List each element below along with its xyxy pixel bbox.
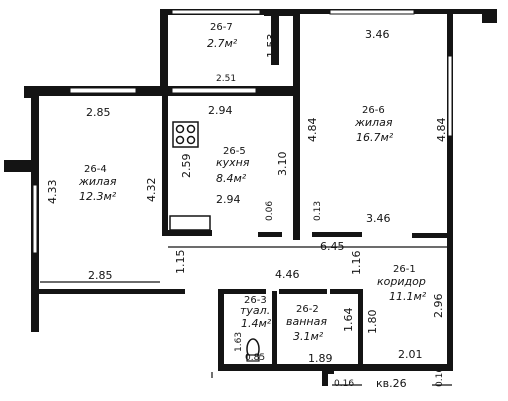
wall-left-jog — [4, 160, 38, 172]
dim-2-94-mid: 2.94 — [216, 193, 241, 206]
wall-kitchen-stub — [293, 210, 300, 240]
dim-1-80: 1.80 — [366, 310, 379, 335]
room-26-1-name: коридор — [377, 275, 426, 288]
wall-left-jog2 — [4, 160, 12, 172]
wall-living4-bottom — [31, 289, 185, 294]
room-26-2-name: ванная — [286, 315, 327, 328]
dim-2-51: 2.51 — [216, 74, 236, 84]
dim-2-01: 2.01 — [398, 348, 423, 361]
room-26-6-code: 26-6 — [362, 105, 385, 116]
room-26-2-code: 26-2 — [296, 304, 319, 315]
wall-left-bottom-stub — [31, 294, 39, 332]
dim-3-46-top: 3.46 — [365, 28, 390, 41]
dim-0-85: 0.85 — [245, 353, 265, 363]
wall-bath-right — [358, 289, 363, 367]
room-26-5-area: 8.4м² — [216, 172, 247, 185]
wall-toilet-left — [218, 289, 224, 367]
room-26-4-code: 26-4 — [84, 164, 107, 175]
dim-1-89: 1.89 — [308, 352, 333, 365]
room-26-7-area: 2.7м² — [207, 37, 238, 50]
thin-lines — [40, 246, 452, 386]
dim-0-16-a: 0.16 — [334, 379, 354, 389]
dim-balcony: кв.26 — [376, 377, 407, 390]
wall-divider-26-6 — [293, 9, 300, 97]
room-26-1: 26-1 коридор 11.1м² — [377, 264, 427, 303]
window-storage — [171, 9, 261, 15]
wall-living-bottom-a — [312, 232, 362, 237]
window-living-left — [69, 87, 137, 94]
wall-top-mid — [268, 86, 298, 96]
room-26-5: 26-5 кухня 8.4м² — [216, 146, 250, 185]
room-26-5-name: кухня — [216, 156, 250, 169]
dimension-labels: 1.53 3.46 2.51 2.85 2.94 4.84 4.84 2.59 … — [46, 28, 448, 390]
room-26-6-name: жилая — [354, 116, 393, 129]
dim-0-16-b: 0.16 — [435, 367, 445, 387]
wall-kitchen-bottom-a — [162, 230, 212, 236]
room-26-2-area: 3.1м² — [293, 330, 324, 343]
dim-4-46: 4.46 — [275, 268, 300, 281]
dim-2-96: 2.96 — [432, 294, 445, 319]
wall-bath-top — [279, 289, 327, 294]
wall-kitchen-left — [162, 96, 168, 232]
dim-4-33: 4.33 — [46, 180, 59, 205]
dim-1-53: 1.53 — [265, 34, 278, 59]
dim-1-64: 1.64 — [342, 308, 355, 333]
room-26-7-code: 26-7 — [210, 22, 233, 33]
kitchen-counter — [169, 215, 211, 231]
dim-2-85-top: 2.85 — [86, 106, 111, 119]
wall-left-storage — [160, 9, 168, 89]
wall-right — [447, 14, 453, 370]
dim-6-45: 6.45 — [320, 240, 345, 253]
wall-bottom-stub2 — [328, 364, 334, 374]
dim-4-84-left: 4.84 — [306, 118, 319, 143]
wall-bottom-stub — [322, 370, 328, 386]
dim-0-06: 0.06 — [265, 201, 275, 221]
dim-1-16: 1.16 — [350, 251, 363, 276]
room-26-4: 26-4 жилая 12.3м² — [78, 164, 117, 203]
window-living4-left — [32, 184, 38, 254]
dim-4-32: 4.32 — [145, 178, 158, 203]
room-26-3-code: 26-3 — [244, 295, 267, 306]
room-26-3: 26-3 туал. 1.4м² — [240, 295, 272, 330]
dim-2-94-top: 2.94 — [208, 104, 233, 117]
wall-kitchen-bottom-b — [258, 232, 282, 237]
dim-1-15: 1.15 — [174, 250, 187, 275]
toilet-icon — [246, 338, 260, 362]
wall-top-left — [24, 86, 284, 96]
room-26-4-area: 12.3м² — [79, 190, 117, 203]
window-living-top — [329, 9, 415, 15]
dim-3-46-mid: 3.46 — [366, 212, 391, 225]
window-living-right — [447, 55, 453, 137]
window-kitchen — [171, 87, 257, 94]
room-26-3-area: 1.4м² — [241, 317, 272, 330]
room-26-1-area: 11.1м² — [389, 290, 427, 303]
wall-living-bottom-b — [412, 233, 452, 238]
room-26-7: 26-7 2.7м² — [207, 22, 238, 50]
windows — [32, 9, 453, 254]
wall-bottom — [218, 364, 453, 371]
wall-col-top — [271, 9, 279, 65]
wall-right-top — [482, 9, 497, 23]
room-26-4-name: жилая — [78, 175, 117, 188]
room-26-1-code: 26-1 — [393, 264, 416, 275]
room-26-5-code: 26-5 — [223, 146, 246, 157]
dim-2-59: 2.59 — [180, 154, 193, 179]
dim-4-84-right: 4.84 — [435, 118, 448, 143]
wall-stub-top — [264, 9, 299, 16]
room-26-6: 26-6 жилая 16.7м² — [354, 105, 394, 144]
wall-toilet-top — [218, 289, 266, 294]
room-26-6-area: 16.7м² — [356, 131, 394, 144]
stove-icon — [172, 121, 199, 148]
wall-kitchen-right — [293, 95, 300, 235]
dim-2-85-bottom: 2.85 — [88, 269, 113, 282]
dim-1-63: 1.63 — [234, 332, 244, 352]
wall-bath-top-right — [330, 289, 363, 294]
dim-0-13: 0.13 — [313, 201, 323, 221]
room-26-2: 26-2 ванная 3.1м² — [286, 304, 327, 343]
wall-toilet-bath — [272, 291, 277, 367]
room-26-3-name: туал. — [240, 304, 270, 317]
dim-3-10: 3.10 — [276, 152, 289, 177]
